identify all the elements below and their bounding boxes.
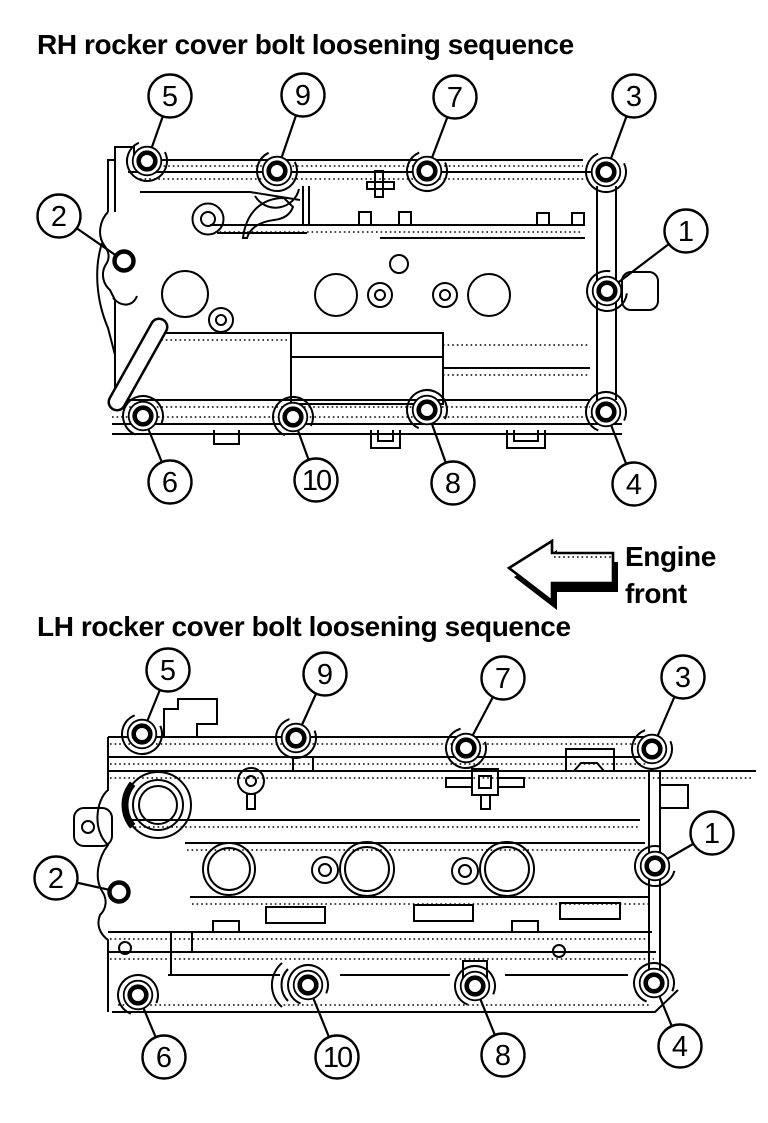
bolt-hole [464,975,486,997]
callout-circle [147,459,193,505]
bolt-hole [107,880,131,904]
rh-cover-art [96,146,659,449]
callout-circle [36,193,82,239]
callout-number: 7 [447,82,463,114]
callout-circle [293,457,339,503]
callout-circle [611,461,657,507]
bolt-hole [282,406,304,428]
callout-number: 6 [162,467,178,499]
callout-circle [660,654,706,700]
callout-number: 9 [295,80,311,112]
rh-callouts: 5 9 7 3 2 1 6 10 8 4 [36,72,709,507]
callout-number: 8 [445,468,461,500]
callout-number: 9 [317,659,333,691]
callout-number: 6 [156,1042,172,1074]
bolt-boss-arc [256,150,298,192]
lh-callouts: 5 9 7 3 2 1 6 10 8 4 [33,647,735,1080]
callout-number: 10 [323,1042,352,1074]
bolt-hole [595,401,617,423]
callout-circle [314,1034,360,1080]
bolt-boss-arc [631,728,673,770]
callout-number: 1 [678,216,694,248]
callout-circle [689,810,735,856]
lh-diagram-title: LH rocker cover bolt loosening sequence [37,611,571,642]
callout-circle [141,1034,187,1080]
bolt-boss-arc [117,974,159,1017]
lh-cover-art [73,698,756,1013]
bolt-boss-arc [585,391,627,433]
engine-front-arrow [506,538,618,610]
bolt-boss-arc [585,151,627,193]
bolt-hole [416,160,438,182]
bolt-boss-arc [287,964,329,1006]
engine-front-label: Engine front [625,538,716,612]
bolt-hole [643,972,665,994]
callout-circle [657,1023,703,1069]
callout-circle [302,651,348,697]
bolt-boss-arc [586,270,628,312]
callout-circle [280,72,326,118]
callout-circle [145,647,191,693]
bolt-boss-arc [272,396,314,438]
callout-circle [147,73,193,119]
bolt-hole [455,737,477,759]
bolt-boss-arc [406,389,448,431]
callout-circle [430,460,476,506]
callout-number: 5 [162,81,178,113]
bolt-hole [297,974,319,996]
engine-front-arrow-body [506,538,615,604]
bolt-boss-arc [275,717,317,759]
bolt-boss-arc [634,845,676,887]
bolt-hole [127,984,149,1006]
bolt-boss-arc [126,140,168,182]
engine-front-line2: front [625,578,687,609]
bolt-hole [131,723,153,745]
bolt-hole [596,280,618,302]
rh-diagram-title: RH rocker cover bolt loosening sequence [37,29,574,60]
callout-circle [480,655,526,701]
callout-number: 1 [704,818,720,850]
callout-number: 8 [495,1040,511,1072]
bolt-hole [285,727,307,749]
engine-front-line1: Engine [625,541,716,572]
callout-number: 2 [51,201,67,233]
callout-number: 3 [675,662,691,694]
callout-number: 10 [302,465,331,497]
callout-circle [480,1032,526,1078]
bolt-hole [132,405,154,427]
callout-number: 5 [160,655,176,687]
bolt-boss-arc [633,962,675,1004]
bolt-hole [595,161,617,183]
callout-circle [663,208,709,254]
bolt-boss-arc [121,713,163,755]
callout-circle [611,73,657,119]
bolt-hole [136,150,158,172]
bolt-boss-arc [121,395,164,437]
callout-number: 4 [626,469,642,501]
callout-number: 7 [495,663,511,695]
callout-circle [432,74,478,120]
bolt-hole [416,399,438,421]
bolt-boss-arc [445,727,487,769]
bolt-hole [112,249,136,273]
bolt-boss-arc [454,965,496,1007]
callout-number: 3 [626,81,642,113]
callout-number: 2 [48,863,64,895]
bolt-hole [641,738,663,760]
bolt-hole [644,855,666,877]
callout-number: 4 [672,1031,688,1063]
bolt-hole [266,160,288,182]
callout-circle [33,855,79,901]
